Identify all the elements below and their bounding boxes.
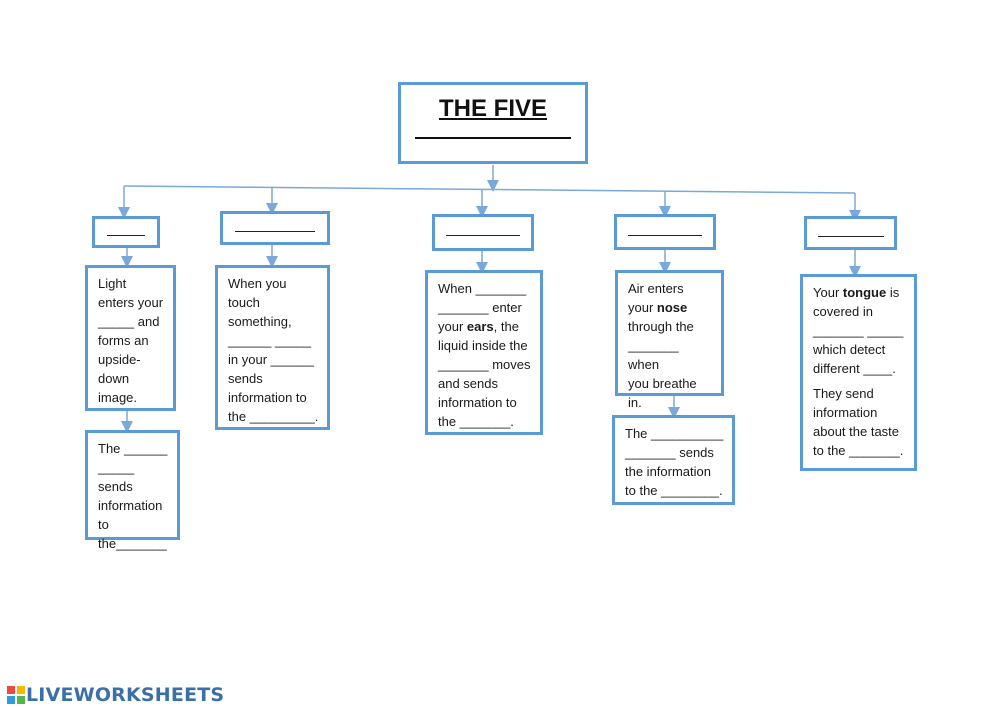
sense-description-3: When _______ _______ enter your ears, the l… xyxy=(425,270,543,435)
text-line: They send xyxy=(813,386,874,401)
text-line: your nose xyxy=(628,300,688,315)
taste-text: Your tongue is covered in _______ _____whi… xyxy=(813,283,906,378)
text-line: in. xyxy=(628,395,642,410)
text-line: _____ and xyxy=(98,314,160,329)
text-line: the information xyxy=(625,464,711,479)
text-line: liquid inside the xyxy=(438,338,528,353)
organ-description-1: The ______ _____ sends information to the___… xyxy=(85,430,180,551)
sense-description-1: Light enters your _____ and forms an upside-… xyxy=(85,265,176,411)
text-line: When _______ xyxy=(438,281,527,296)
text-line: upside- xyxy=(98,352,141,367)
text-line: covered in xyxy=(813,304,873,319)
text-line: _______ moves xyxy=(438,357,531,372)
sense-heading-1 xyxy=(92,216,160,248)
text-line: through the xyxy=(628,319,694,334)
sense-heading-5 xyxy=(804,216,897,250)
text-line: Light xyxy=(98,276,127,291)
text-line: which detect xyxy=(813,342,886,357)
text-line: When you xyxy=(228,276,287,291)
text-line: information xyxy=(98,498,163,513)
text-line: to the ________. xyxy=(625,483,723,498)
sight-text: Light enters your _____ and forms an upside-… xyxy=(98,274,165,407)
text-line: different ____. xyxy=(813,361,896,376)
sense-heading-2 xyxy=(220,211,330,245)
heading-blank-4 xyxy=(628,234,702,236)
text-line: _______ enter xyxy=(438,300,522,315)
text-line: to xyxy=(98,517,109,532)
title-box: THE FIVE xyxy=(398,82,588,164)
text-line: information to xyxy=(228,390,307,405)
text-line: information to xyxy=(438,395,517,410)
text-line: the_______ xyxy=(98,536,167,551)
text-line: the _______. xyxy=(438,414,514,429)
organ-description-4: The __________ _______ sends the informati… xyxy=(612,415,735,505)
logo-text: LIVEWORKSHEETS xyxy=(26,684,225,706)
sense-description-2: When you touch something, ______ _____in yo… xyxy=(215,265,330,430)
text-line: Your tongue is xyxy=(813,285,900,300)
heading-blank-1 xyxy=(107,234,145,236)
liveworksheets-logo-icon xyxy=(7,686,25,704)
sight-sub-text: The ______ _____ sends information to the___… xyxy=(98,439,169,553)
sense-description-4: Air enters your nose through the _______ wh… xyxy=(615,270,724,410)
text-line: _______ sends xyxy=(625,445,714,460)
touch-text: When you touch something, ______ _____in yo… xyxy=(228,274,319,426)
heading-blank-5 xyxy=(817,235,884,237)
text-line: the _________. xyxy=(228,409,319,424)
page-title: THE FIVE xyxy=(438,95,547,122)
sense-description-5: Your tongue is covered in _______ _____whi… xyxy=(800,274,917,471)
heading-blank-2 xyxy=(235,230,315,232)
text-line: image. xyxy=(98,390,138,405)
text-line: The __________ xyxy=(625,426,724,441)
text-line: forms an xyxy=(98,333,149,348)
text-line: something, xyxy=(228,314,292,329)
text-line: information xyxy=(813,405,878,420)
text-line: about the taste xyxy=(813,424,900,439)
text-line: down xyxy=(98,371,130,386)
smell-text: Air enters your nose through the _______ wh… xyxy=(628,279,713,412)
text-line: enters your xyxy=(98,295,164,310)
text-line: in your ______ xyxy=(228,352,315,367)
text-line: your ears, the xyxy=(438,319,519,334)
text-line: and sends xyxy=(438,376,498,391)
text-line: you breathe xyxy=(628,376,697,391)
title-blank xyxy=(415,137,571,139)
text-line: to the _______. xyxy=(813,443,904,458)
taste-text-2: They send information about the taste to th… xyxy=(813,384,906,460)
text-line: _______ _____ xyxy=(813,323,904,338)
sense-heading-3 xyxy=(432,214,534,251)
text-line: ______ _____ xyxy=(228,333,312,348)
text-line: Air enters xyxy=(628,281,684,296)
text-line: touch xyxy=(228,295,260,310)
liveworksheets-logo: LIVEWORKSHEETS xyxy=(6,684,224,706)
text-line: The ______ xyxy=(98,441,168,456)
heading-blank-3 xyxy=(446,235,520,236)
sense-heading-4 xyxy=(614,214,716,250)
text-line: _____ sends xyxy=(98,460,135,494)
hearing-text: When _______ _______ enter your ears, the l… xyxy=(438,279,532,431)
text-line: _______ when xyxy=(628,338,679,372)
text-line: sends xyxy=(228,371,263,386)
smell-sub-text: The __________ _______ sends the informati… xyxy=(625,424,724,500)
